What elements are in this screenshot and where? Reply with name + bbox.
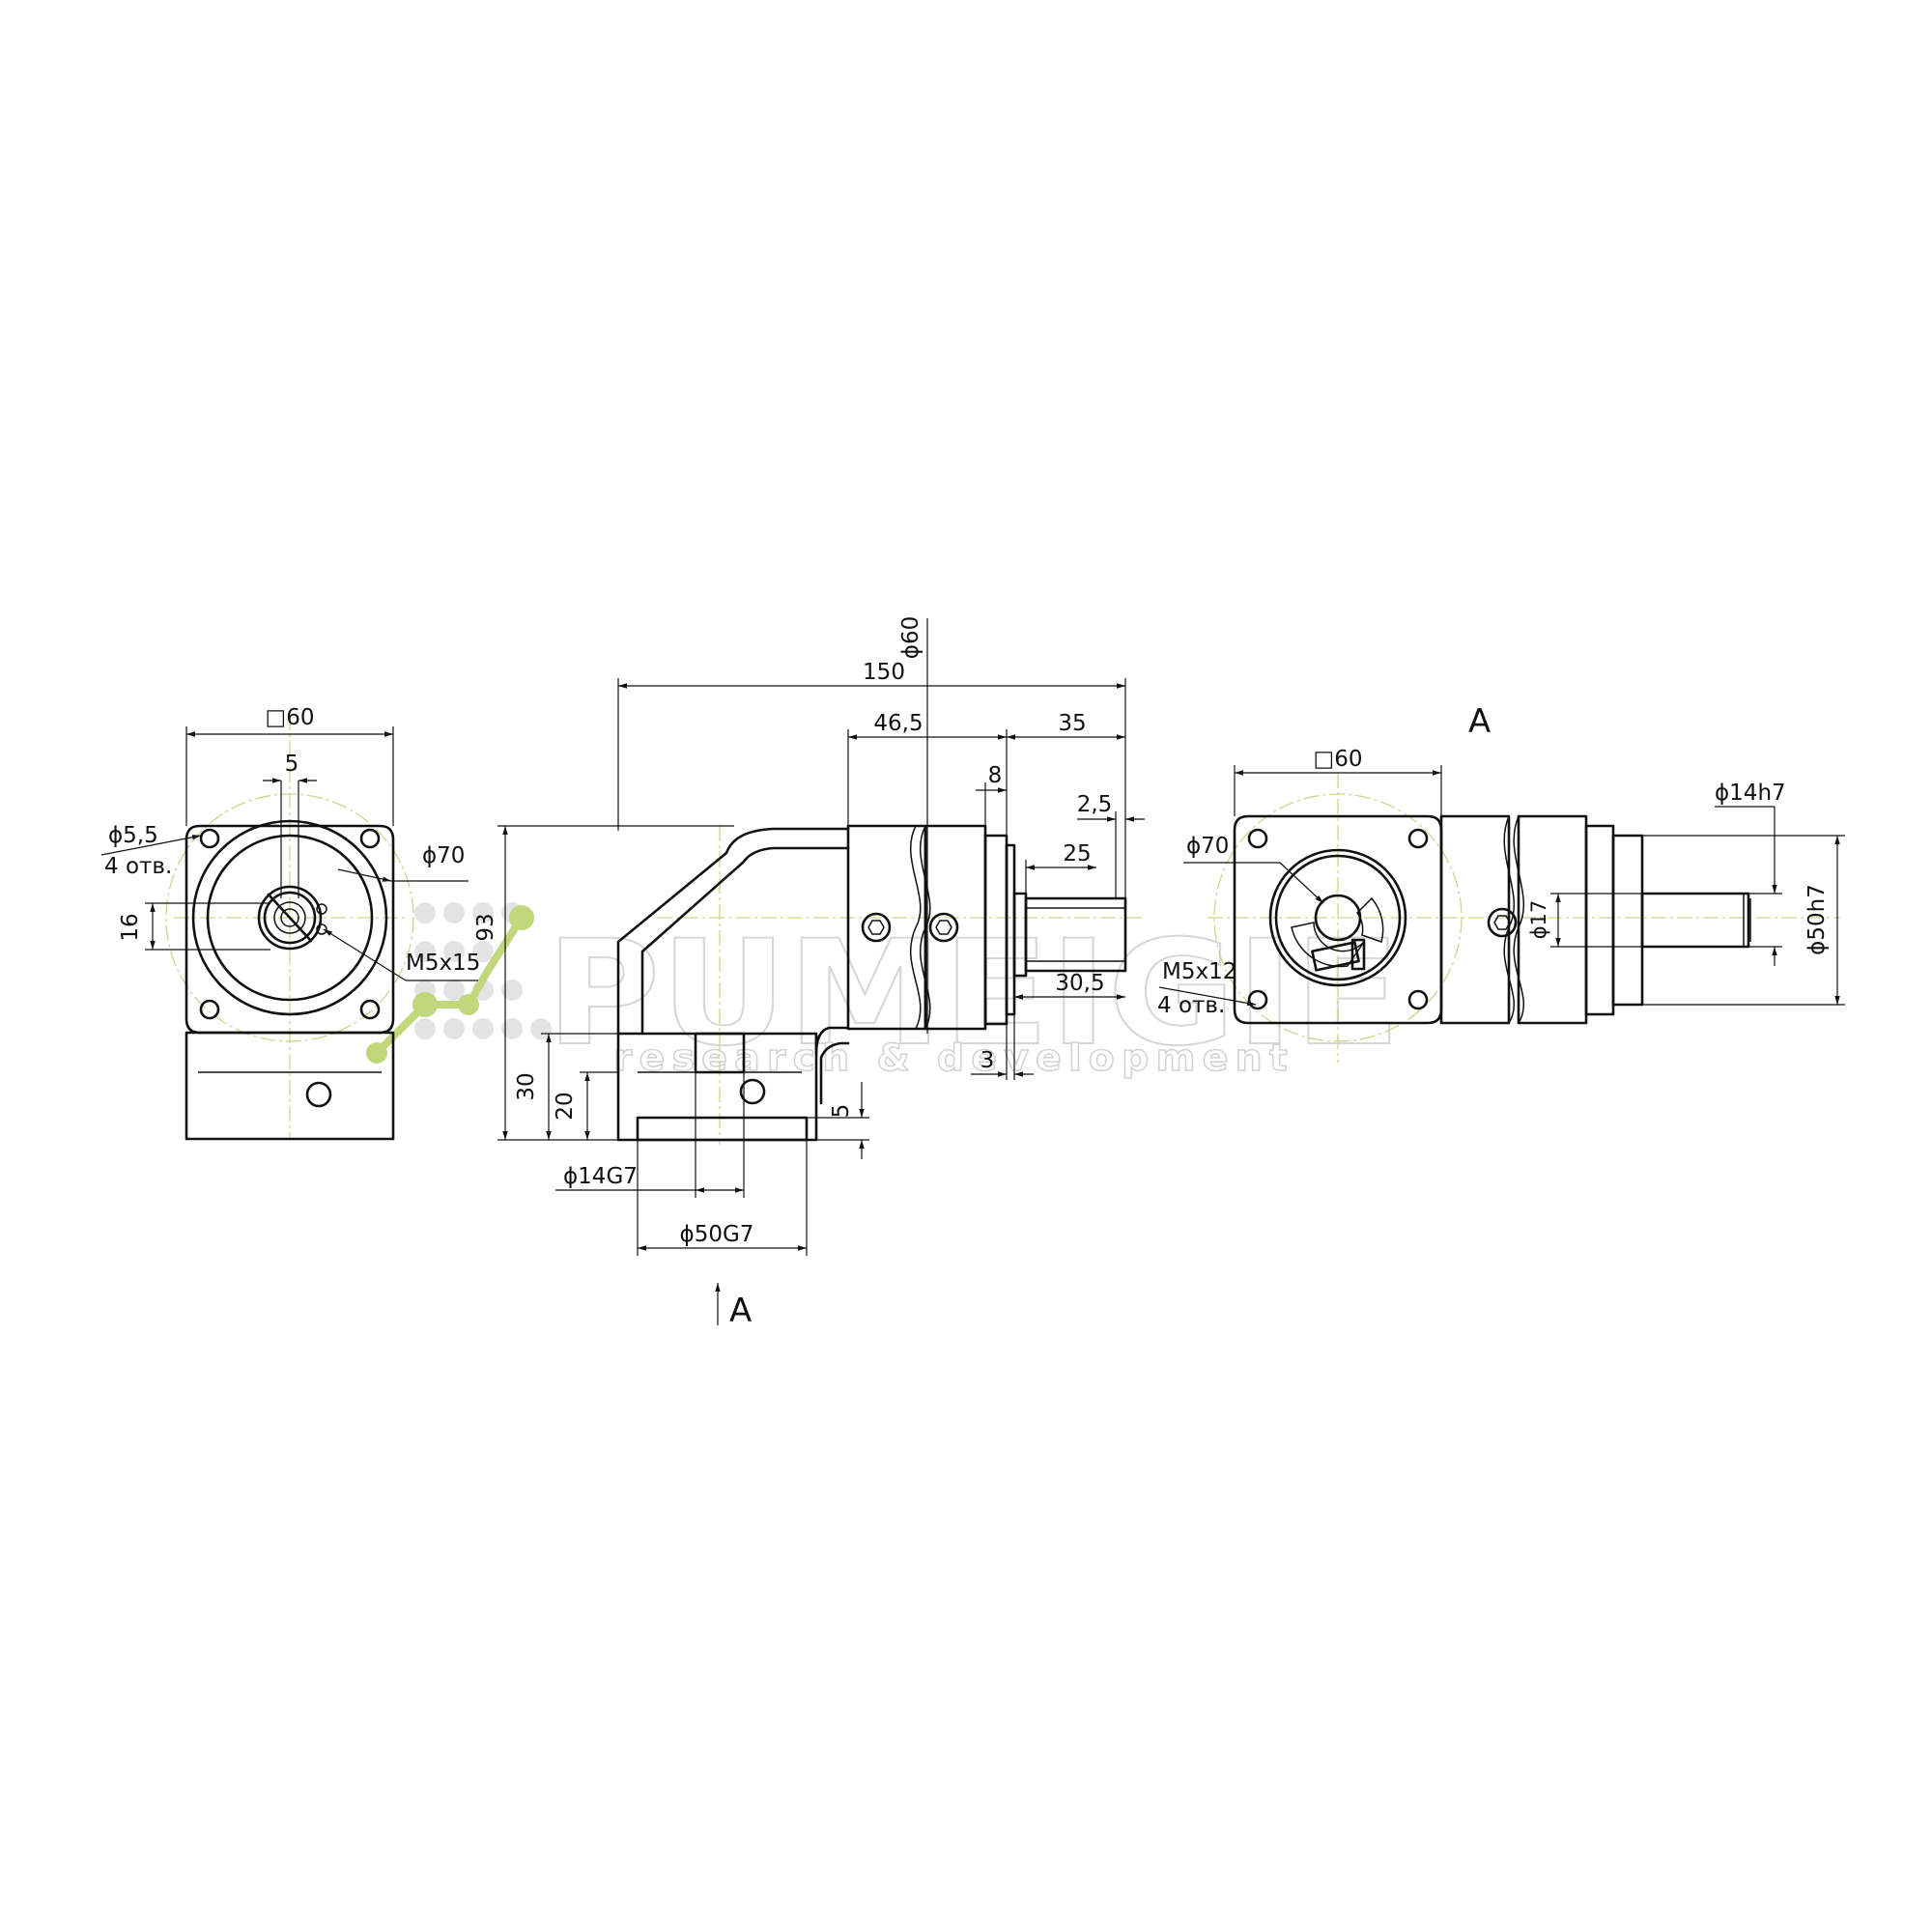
view-a-thread: M5x12: [1162, 959, 1236, 984]
side-chamfer: 2,5: [1077, 792, 1113, 817]
side-total-length: 150: [863, 660, 905, 685]
front-centerlines: [165, 715, 414, 1140]
side-housing-dia: ϕ60: [898, 616, 923, 659]
view-a-output-shaft: ϕ14h7: [1715, 781, 1786, 806]
front-thread: M5x15: [406, 951, 480, 976]
view-a-pitch-circle: ϕ70: [1186, 834, 1229, 859]
front-view: □60 5 ϕ5,5 4 отв. ϕ70 16 M5x15: [100, 705, 480, 1141]
view-a-output-pilot: ϕ50h7: [1804, 884, 1830, 955]
front-hole-count: 4 отв.: [104, 854, 172, 879]
side-shaft-length: 30,5: [1055, 971, 1104, 996]
side-bore-depth: 20: [553, 1092, 578, 1120]
side-height: 93: [473, 913, 498, 941]
front-key-height-dim: 16: [118, 913, 143, 941]
view-a-square-dim: □60: [1314, 747, 1363, 772]
side-input-pilot: ϕ50G7: [680, 1222, 754, 1247]
view-a-title: A: [1468, 702, 1491, 741]
watermark: PUMEIGIE research & development: [366, 902, 1402, 1080]
watermark-tagline: research & development: [613, 1037, 1294, 1079]
side-pilot-depth: 5: [829, 1104, 854, 1119]
front-dims: □60 5 ϕ5,5 4 отв. ϕ70 16 M5x15: [100, 705, 480, 981]
side-dims: 150 ϕ60 46,5 35 8 2,5 25 30,5: [473, 616, 1145, 1330]
view-a: A □60: [1157, 702, 1845, 1063]
front-hole-dia: ϕ5,5: [108, 823, 158, 848]
side-body-length: 46,5: [873, 711, 923, 736]
side-input-bore: ϕ14G7: [563, 1164, 638, 1189]
watermark-logo-text: PUMEIGIE: [546, 910, 1401, 1078]
side-axis-height: 30: [514, 1072, 539, 1100]
view-a-thread-count: 4 отв.: [1157, 993, 1225, 1018]
side-key-length: 25: [1063, 841, 1091, 867]
side-view-arrow-label: A: [729, 1292, 752, 1330]
side-centerlines: [657, 826, 1145, 1145]
side-shaft-section: 35: [1058, 711, 1086, 736]
view-a-centerlines: [1208, 773, 1840, 1063]
side-flange-thickness: 8: [988, 763, 1003, 788]
front-square-dim: □60: [266, 705, 315, 730]
front-key-width-dim: 5: [285, 752, 299, 777]
side-shoulder: 3: [980, 1048, 995, 1073]
view-a-dims: □60 ϕ70 M5x12 4 отв. ϕ14h7 ϕ50h7 ϕ17: [1157, 747, 1845, 1018]
view-a-bore: ϕ17: [1527, 900, 1550, 940]
front-pitch-circle: ϕ70: [422, 843, 465, 868]
side-view: 150 ϕ60 46,5 35 8 2,5 25 30,5: [473, 616, 1145, 1330]
